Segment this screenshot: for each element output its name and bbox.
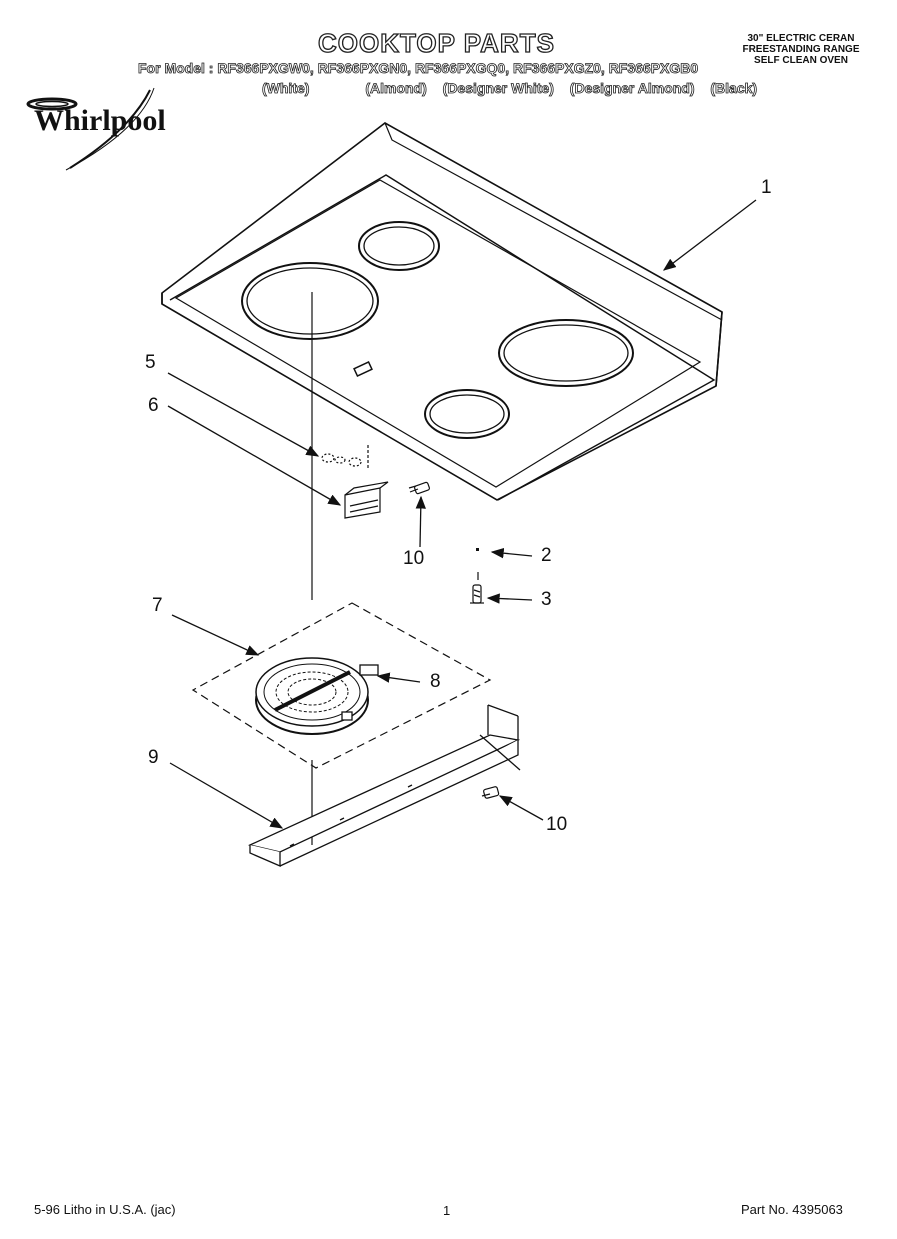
- callout-1: 1: [761, 177, 772, 198]
- variant-designer-almond: (Designer Almond): [569, 80, 695, 97]
- callout-5: 5: [145, 352, 156, 373]
- callout-9: 9: [148, 747, 159, 768]
- callout-10-upper: 10: [403, 548, 425, 569]
- variant-almond: (Almond): [365, 80, 427, 97]
- model-list: For Model : RF366PXGW0, RF366PXGN0, RF36…: [138, 60, 699, 77]
- callout-7: 7: [152, 595, 163, 616]
- leader-lines: [167, 199, 757, 829]
- callout-3: 3: [541, 589, 552, 610]
- part-2-spacer: [476, 548, 479, 551]
- variant-white: (White): [262, 80, 310, 97]
- product-description: 30" ELECTRIC CERAN FREESTANDING RANGE SE…: [726, 33, 876, 66]
- page-number: 1: [443, 1203, 451, 1218]
- callout-6: 6: [148, 395, 159, 416]
- clip-assembly: [321, 445, 389, 519]
- support-bracket: [248, 704, 521, 867]
- color-variants: (White) (Almond) (Designer White) (Desig…: [262, 80, 769, 97]
- callout-8: 8: [430, 671, 441, 692]
- print-note: 5-96 Litho in U.S.A. (jac): [34, 1202, 176, 1217]
- brand-logo: Whirlpool: [34, 104, 166, 137]
- product-line-1: 30" ELECTRIC CERAN: [747, 33, 855, 44]
- brand-swoosh-icon: [26, 87, 155, 171]
- element-plane: [191, 602, 492, 769]
- page-title: COOKTOP PARTS: [317, 27, 555, 58]
- callout-10-lower: 10: [546, 814, 568, 835]
- burner-rings: [241, 221, 634, 439]
- screw-part-10-upper: [408, 481, 430, 495]
- part-number: Part No. 4395063: [741, 1202, 843, 1217]
- product-line-3: SELF CLEAN OVEN: [754, 55, 848, 66]
- screw-part-3: [470, 584, 484, 604]
- screw-part-10-lower: [481, 786, 500, 799]
- variant-black: (Black): [710, 80, 758, 97]
- product-line-2: FREESTANDING RANGE: [742, 44, 860, 55]
- cooktop-glass: [161, 122, 723, 501]
- callout-2: 2: [541, 545, 552, 566]
- variant-designer-white: (Designer White): [442, 80, 554, 97]
- radiant-element: [255, 657, 379, 735]
